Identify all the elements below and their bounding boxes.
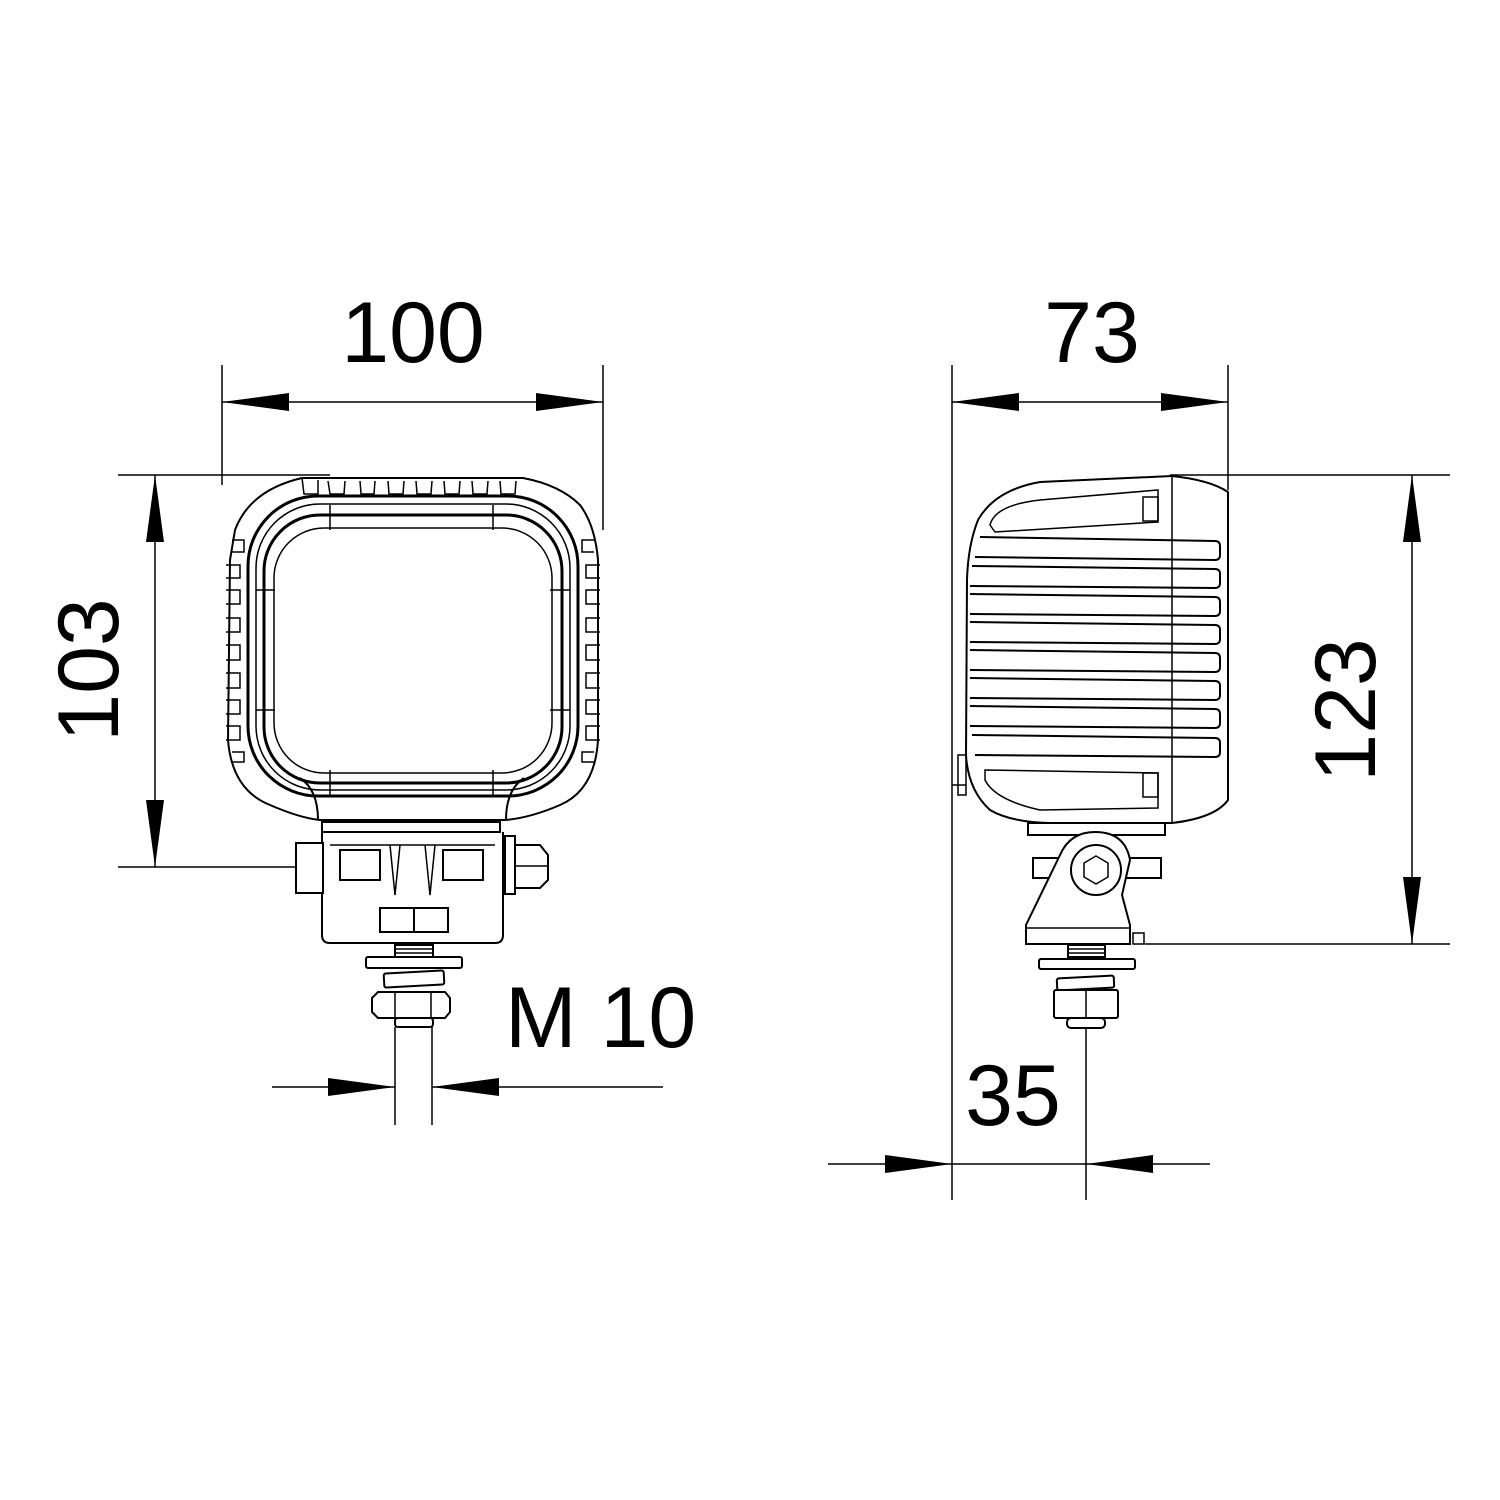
dimension-width-label: 100 [341,285,485,381]
lamp-housing-side [952,475,1229,824]
side-view: 73 123 [828,285,1450,1200]
flat-washer-side [1038,958,1136,970]
dimension-depth: 73 [951,285,1229,1200]
pivot-bolt [1070,844,1122,896]
hex-nut [371,991,451,1019]
front-view: 100 103 [41,285,696,1125]
cooling-fins-top [301,477,517,495]
dimension-thread: M 10 [272,970,696,1096]
lens [273,527,553,774]
cooling-fins-left [226,539,245,763]
spring-washer [382,969,446,989]
dimension-height: 103 [41,474,330,868]
mounting-stud-side [1038,944,1136,1200]
cooling-fins-right [581,539,600,763]
dimension-height-label: 103 [41,598,137,742]
side-knob [295,842,324,894]
mounting-bracket-front [295,821,549,944]
dimension-depth-label: 73 [1044,285,1140,381]
dimension-mount-offset: 35 [828,1048,1210,1173]
dimension-overall-height-label: 123 [1298,638,1394,782]
spring-washer-side [1055,974,1116,992]
dimension-width: 100 [221,285,604,530]
swivel-bracket-side [1025,822,1166,945]
dimension-thread-label: M 10 [505,970,696,1066]
mounting-stud-front [365,944,463,1125]
hex-socket-icon [1083,855,1109,885]
dimension-overall-height: 123 [1145,474,1450,945]
cooling-fins-side [969,536,1221,759]
dimension-mount-offset-label: 35 [965,1048,1061,1144]
lamp-housing-front [226,477,600,821]
flat-washer [365,956,463,969]
